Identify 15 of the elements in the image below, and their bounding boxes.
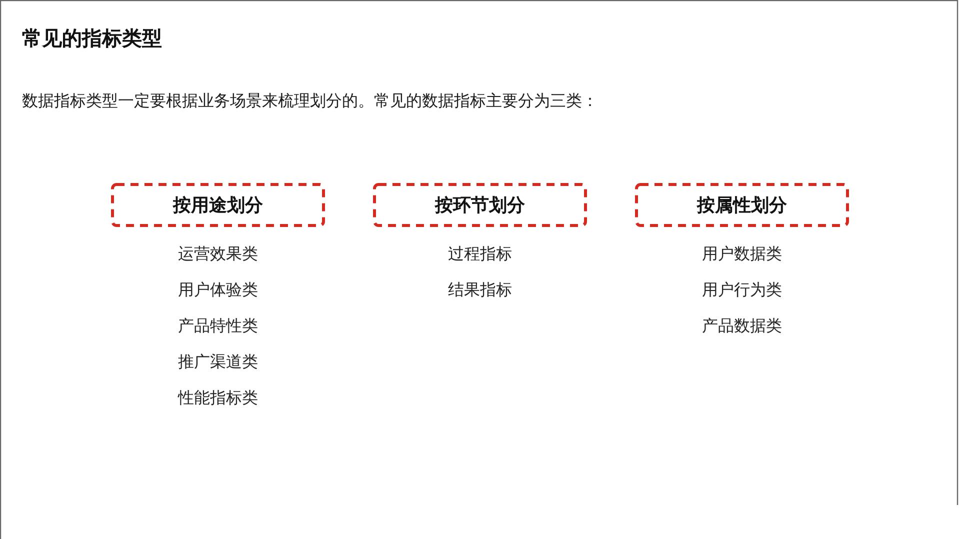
category-box: 按用途划分 [111, 183, 325, 227]
category-box: 按属性划分 [635, 183, 849, 227]
list-item: 结果指标 [448, 279, 512, 301]
page-title: 常见的指标类型 [22, 25, 162, 51]
category-box: 按环节划分 [373, 183, 587, 227]
list-item: 用户行为类 [702, 279, 782, 301]
list-item: 性能指标类 [178, 387, 258, 409]
list-item: 用户体验类 [178, 279, 258, 301]
list-item: 推广渠道类 [178, 351, 258, 373]
list-item: 运营效果类 [178, 243, 258, 265]
intro-text: 数据指标类型一定要根据业务场景来梳理划分的。常见的数据指标主要分为三类： [22, 90, 598, 112]
list-item: 过程指标 [448, 243, 512, 265]
list-item: 产品数据类 [702, 315, 782, 337]
list-item: 用户数据类 [702, 243, 782, 265]
list-item: 产品特性类 [178, 315, 258, 337]
